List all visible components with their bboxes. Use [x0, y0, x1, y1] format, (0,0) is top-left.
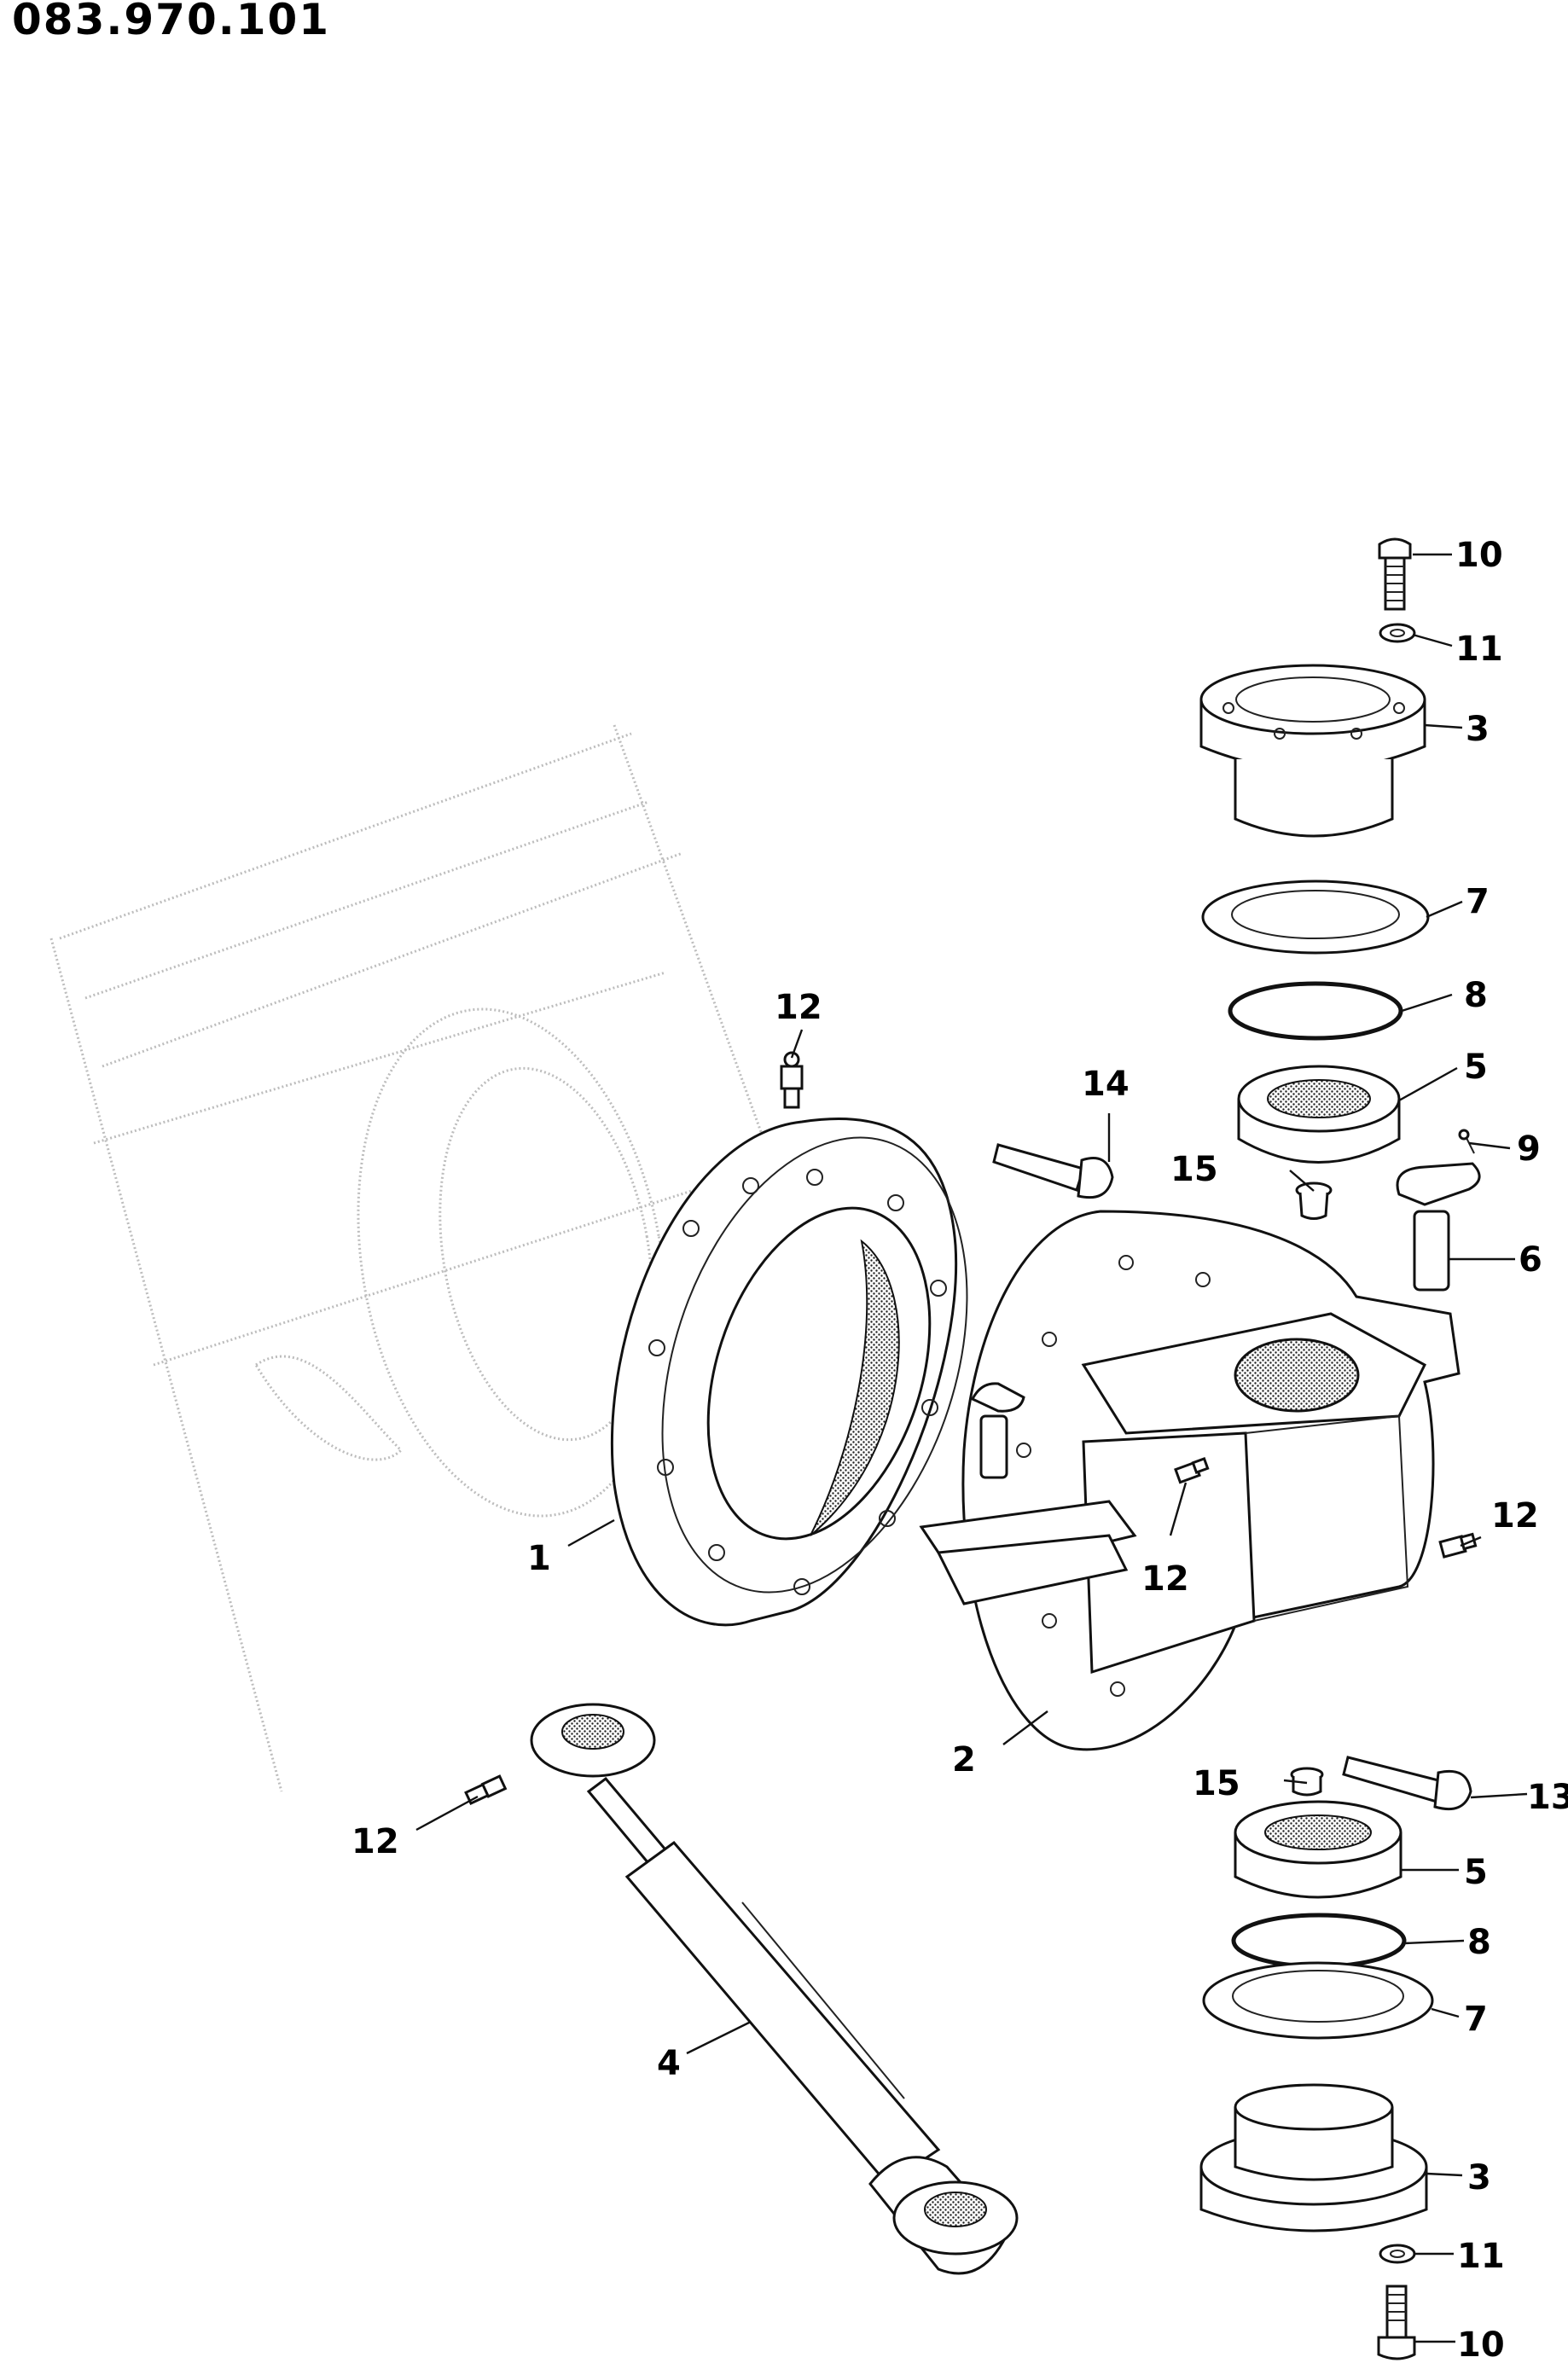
callout-7-top: 7 — [1466, 882, 1490, 921]
part-12-grease-nipple-top — [780, 1051, 804, 1109]
part-6-pin-with-tab — [1396, 1162, 1481, 1292]
callout-13: 13 — [1527, 1778, 1568, 1817]
part-9-pin — [1458, 1129, 1475, 1154]
part-12-grease-nipple-right — [1438, 1532, 1478, 1559]
callout-12-top: 12 — [775, 988, 822, 1027]
part-12-grease-nipple-mid — [1174, 1457, 1210, 1484]
part-3-housing-top — [1199, 664, 1426, 838]
part-11-washer-top — [1379, 623, 1416, 643]
part-7-gasket-bottom — [1202, 1961, 1434, 2040]
part-1-flange-ring — [610, 1118, 968, 1627]
callout-3-bot: 3 — [1467, 2158, 1491, 2198]
part-2-swivel-bracket — [919, 1210, 1461, 1751]
callouts: 10 11 3 7 8 5 9 6 14 15 12 12 12 1 2 15 … — [351, 536, 1568, 2363]
callout-10-top: 10 — [1455, 536, 1503, 575]
callout-8-bot: 8 — [1467, 1923, 1491, 1962]
callout-7-bot: 7 — [1464, 2000, 1488, 2039]
part-12-grease-nipple-left — [464, 1774, 508, 1805]
callout-12-mid: 12 — [1141, 1559, 1189, 1599]
callout-4: 4 — [657, 2044, 681, 2083]
callout-12-left: 12 — [351, 1822, 399, 1861]
part-13-bolt — [1342, 1756, 1472, 1811]
part-15-plug-bottom — [1290, 1767, 1324, 1797]
part-5-bearing-top — [1237, 1065, 1401, 1164]
part-11-washer-bottom — [1379, 2244, 1416, 2264]
part-15-plug-top — [1295, 1182, 1333, 1220]
callout-5-bot: 5 — [1464, 1853, 1488, 1892]
callout-15-top: 15 — [1170, 1150, 1218, 1189]
part-10-bolt-bottom — [1377, 2285, 1416, 2360]
leader-lines — [415, 553, 1528, 2343]
part-5-bearing-bottom — [1234, 1800, 1402, 1899]
callout-15-bot: 15 — [1193, 1764, 1240, 1803]
document-number: 083.970.101 — [12, 0, 331, 44]
part-10-bolt-top — [1378, 537, 1412, 611]
callout-8-top: 8 — [1464, 976, 1488, 1015]
part-14-bolt — [992, 1143, 1114, 1199]
part-3-housing-bottom — [1199, 2083, 1428, 2232]
callout-1: 1 — [527, 1539, 551, 1578]
callout-10-bot: 10 — [1457, 2325, 1505, 2363]
part-4-hydraulic-cylinder — [530, 1703, 1019, 2275]
callout-14: 14 — [1082, 1065, 1130, 1104]
callout-11-top: 11 — [1455, 630, 1503, 669]
callout-2: 2 — [952, 1740, 976, 1780]
callout-9: 9 — [1517, 1129, 1541, 1169]
part-8-oring-bottom — [1231, 1913, 1407, 1969]
part-8-oring-top — [1228, 981, 1403, 1041]
callout-11-bot: 11 — [1457, 2237, 1505, 2276]
callout-5-top: 5 — [1464, 1048, 1488, 1087]
callout-12-right: 12 — [1491, 1496, 1539, 1536]
callout-6: 6 — [1519, 1240, 1542, 1280]
part-7-gasket-top — [1201, 880, 1430, 955]
callout-3-top: 3 — [1466, 710, 1490, 749]
